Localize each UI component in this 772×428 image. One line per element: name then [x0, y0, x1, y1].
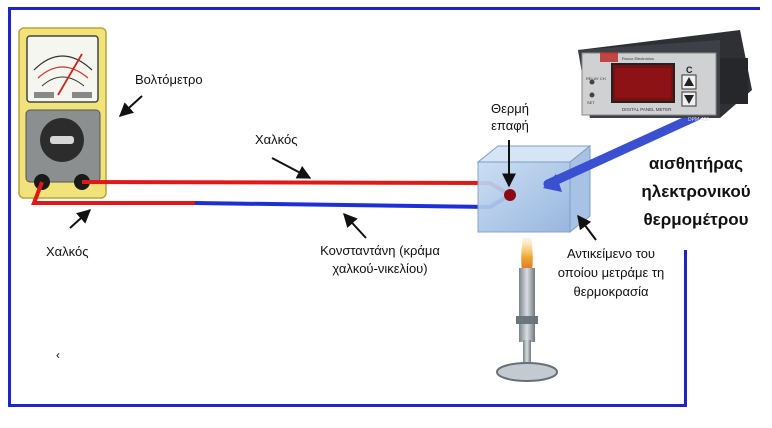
label-hot-junction-line2: επαφή	[491, 118, 529, 133]
stray-mark: ‹	[56, 348, 60, 362]
label-copper-top: Χαλκός	[255, 132, 298, 147]
meter-unit-text: C	[686, 65, 693, 75]
frame-right-line	[684, 250, 687, 407]
voltmeter-dial	[26, 35, 99, 103]
frame-bottom-line	[8, 404, 686, 407]
label-hot-junction: Θερμή επαφή	[482, 100, 538, 134]
label-constantan-line2: χαλκού-νικελίου)	[332, 261, 428, 276]
label-constantan: Κονσταντάνη (κράμα χαλκού-νικελίου)	[300, 242, 460, 278]
label-sensor: αισθητήρας ηλεκτρονικού θερμομέτρου	[626, 150, 766, 234]
arrow-voltmeter	[118, 95, 143, 117]
copper-wire-lower	[31, 181, 195, 205]
voltmeter-needle	[57, 53, 83, 96]
flame	[521, 238, 533, 270]
meter-model-text: DPM-400	[688, 117, 709, 123]
label-voltmeter: Βολτόμετρο	[135, 72, 203, 87]
label-object-line3: θερμοκρασία	[573, 284, 649, 299]
heated-object-cube	[476, 144, 592, 234]
meter-title-text: DIGITAL PANEL METER	[622, 107, 672, 112]
hot-junction-dot	[504, 189, 516, 201]
label-constantan-line1: Κονσταντάνη (κράμα	[320, 243, 440, 258]
arrow-constantan	[343, 212, 367, 239]
constantan-wire	[194, 193, 512, 210]
label-object-line2: οποίου μετράμε τη	[557, 265, 665, 280]
label-sensor-line1: αισθητήρας	[648, 154, 744, 173]
burner-tube	[519, 268, 535, 342]
arrow-object	[577, 214, 597, 241]
label-object: Αντικείμενο του οποίου μετράμε τη θερμοκ…	[538, 244, 684, 301]
burner	[496, 238, 558, 382]
digital-panel-meter	[578, 30, 752, 118]
frame-left-line	[8, 7, 11, 407]
label-object-line1: Αντικείμενο του	[566, 246, 656, 261]
voltmeter	[18, 27, 107, 199]
arrow-copper-left	[69, 209, 92, 229]
meter-relay-text: RELAY CH	[586, 76, 606, 81]
copper-wire-upper	[81, 180, 512, 197]
sensor-probe	[543, 111, 702, 189]
label-copper-left: Χαλκός	[46, 244, 89, 259]
arrow-copper-top	[271, 157, 312, 179]
label-sensor-line2: ηλεκτρονικού	[641, 182, 751, 201]
frame-top-line	[10, 7, 760, 10]
meter-brand-text: Rocco Electronics	[622, 56, 654, 61]
burner-base	[496, 362, 558, 382]
meter-set-text: SET	[587, 100, 595, 105]
label-hot-junction-line1: Θερμή	[490, 101, 530, 116]
label-sensor-line3: θερμομέτρου	[643, 210, 749, 229]
